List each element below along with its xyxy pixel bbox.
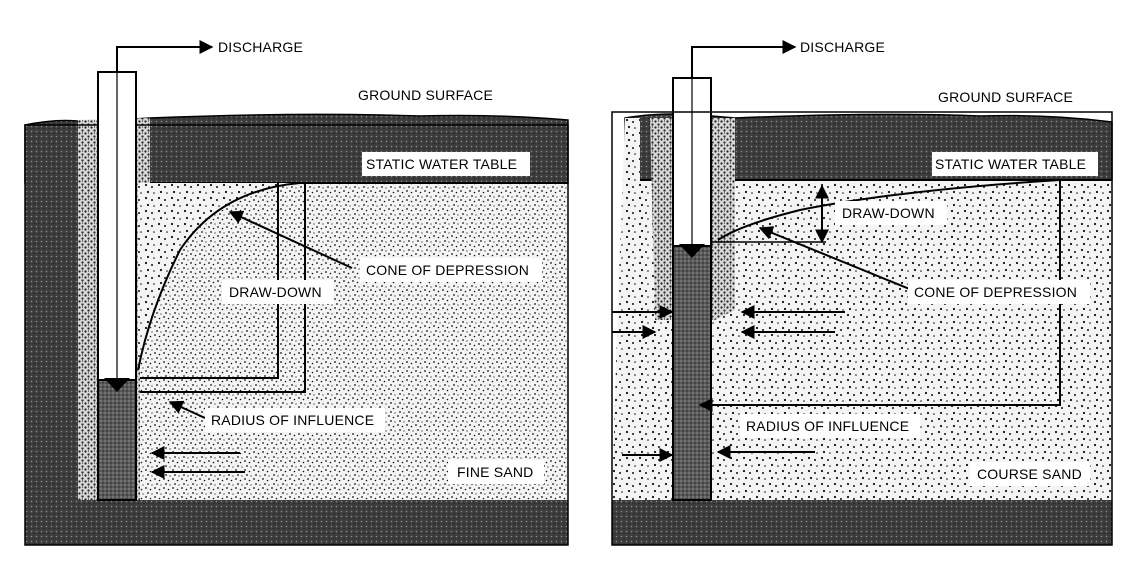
left-static-water-table-label: STATIC WATER TABLE <box>366 156 517 172</box>
left-ground-surface-label: GROUND SURFACE <box>358 87 493 103</box>
right-draw-down-label: DRAW-DOWN <box>842 205 935 221</box>
left-drawdown-bracket <box>140 183 279 379</box>
left-discharge-pipe <box>116 40 214 72</box>
left-cone-curve <box>137 182 301 371</box>
right-left-wall <box>612 118 640 500</box>
left-soil-label: FINE SAND <box>457 464 533 480</box>
left-water-level-marker <box>104 378 130 392</box>
left-bottom-layer <box>25 500 568 545</box>
right-bottom-layer <box>612 500 1112 545</box>
right-panel: DISCHARGE GROUND SURFACE STATIC WATER TA… <box>611 39 1113 546</box>
right-cone-pointer <box>758 226 913 291</box>
right-radius-bracket <box>698 180 1061 412</box>
left-cone-of-depression-label: CONE OF DEPRESSION <box>366 262 529 278</box>
left-radius-pointer <box>168 400 206 419</box>
right-radius-of-influence-label: RADIUS OF INFLUENCE <box>746 418 909 434</box>
left-cone-zone <box>138 183 300 370</box>
right-static-water-table-label: STATIC WATER TABLE <box>935 156 1086 172</box>
left-radius-bracket <box>140 183 306 393</box>
right-water-level-marker <box>679 244 705 258</box>
left-panel: DISCHARGE GROUND SURFACE STATIC WATER TA… <box>24 39 569 546</box>
left-well-screen <box>97 379 137 501</box>
right-discharge-pipe <box>691 40 797 78</box>
right-cone-curve <box>717 179 1061 241</box>
left-dark-wall <box>25 125 78 503</box>
right-discharge-label: DISCHARGE <box>800 39 885 55</box>
right-well-screen <box>672 245 712 501</box>
left-draw-down-label: DRAW-DOWN <box>229 284 322 300</box>
left-radius-of-influence-label: RADIUS OF INFLUENCE <box>211 412 374 428</box>
left-cone-pointer <box>228 210 353 269</box>
right-ground-surface-label: GROUND SURFACE <box>938 89 1073 105</box>
left-discharge-label: DISCHARGE <box>218 39 303 55</box>
right-soil-label: COURSE SAND <box>977 466 1082 482</box>
right-cone-of-depression-label: CONE OF DEPRESSION <box>914 284 1077 300</box>
